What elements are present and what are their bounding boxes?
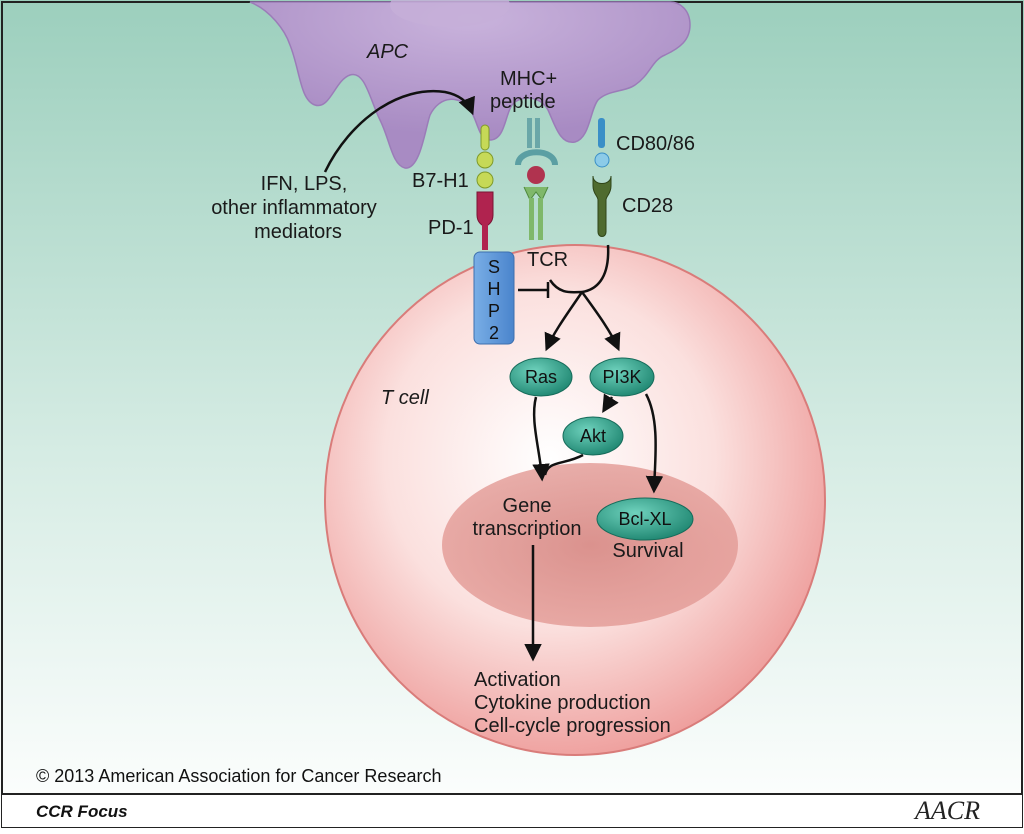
- shp2-box: [473, 251, 515, 345]
- gene-label-1: Gene: [503, 495, 552, 517]
- ras-label: Ras: [525, 367, 557, 387]
- ras-to-gene-arrow: [532, 396, 550, 482]
- journal-label: CCR Focus: [36, 802, 128, 821]
- shp2-letter-2: 2: [489, 323, 499, 343]
- pi3k-node: [589, 357, 655, 397]
- arrow-to-ras: [544, 291, 584, 352]
- shp2-letter-h: H: [488, 279, 501, 299]
- outcome-activation: Activation: [474, 669, 561, 691]
- cd28-signal-line: [581, 244, 610, 294]
- ras-node: [509, 357, 573, 397]
- akt-to-gene-line: [543, 453, 584, 476]
- b7h1-label: B7-H1: [412, 170, 469, 192]
- survival-label: Survival: [612, 540, 683, 562]
- shp2-letter-s: S: [488, 257, 500, 277]
- nucleus: [442, 463, 738, 627]
- cd80-label: CD80/86: [616, 133, 695, 155]
- akt-node: [562, 416, 624, 456]
- t-cell-label: T cell: [381, 387, 429, 409]
- mhc-tcr-complex: [515, 118, 558, 240]
- arrow-to-akt: [602, 393, 619, 413]
- outcome-cytokine: Cytokine production: [474, 692, 651, 714]
- mediators-line-3: mediators: [254, 221, 342, 243]
- mhc-label-2: peptide: [490, 91, 556, 113]
- mediators-line-2: other inflammatory: [211, 197, 377, 219]
- copyright-text: © 2013 American Association for Cancer R…: [36, 766, 441, 786]
- cd80-cd28-complex: [592, 118, 612, 237]
- cd28-label: CD28: [622, 195, 673, 217]
- mediators-line-1: IFN, LPS,: [261, 173, 348, 195]
- aacr-logo: AACR: [913, 796, 980, 825]
- gene-label-2: transcription: [473, 518, 582, 540]
- pi3k-label: PI3K: [602, 367, 641, 387]
- outcome-cell-cycle: Cell-cycle progression: [474, 715, 671, 737]
- footer-bar: [2, 795, 1022, 827]
- apc-label: APC: [366, 41, 409, 63]
- tcr-signal-line: [548, 279, 583, 294]
- mhc-label-1: MHC+: [500, 68, 557, 90]
- akt-label: Akt: [580, 426, 606, 446]
- arrow-to-pi3k: [580, 291, 621, 352]
- pd1-label: PD-1: [428, 217, 474, 239]
- bclxl-node: [596, 497, 694, 541]
- inhibition-line: [518, 282, 550, 298]
- apc-cell: [249, 1, 691, 169]
- mediator-arrow: [323, 89, 475, 173]
- pd1-receptor: [476, 191, 494, 250]
- b7h1-receptor: [476, 124, 494, 189]
- pi3k-to-bclxl-arrow: [644, 393, 664, 494]
- tcr-label: TCR: [527, 249, 568, 271]
- shp2-letter-p: P: [488, 301, 500, 321]
- bclxl-label: Bcl-XL: [618, 509, 671, 529]
